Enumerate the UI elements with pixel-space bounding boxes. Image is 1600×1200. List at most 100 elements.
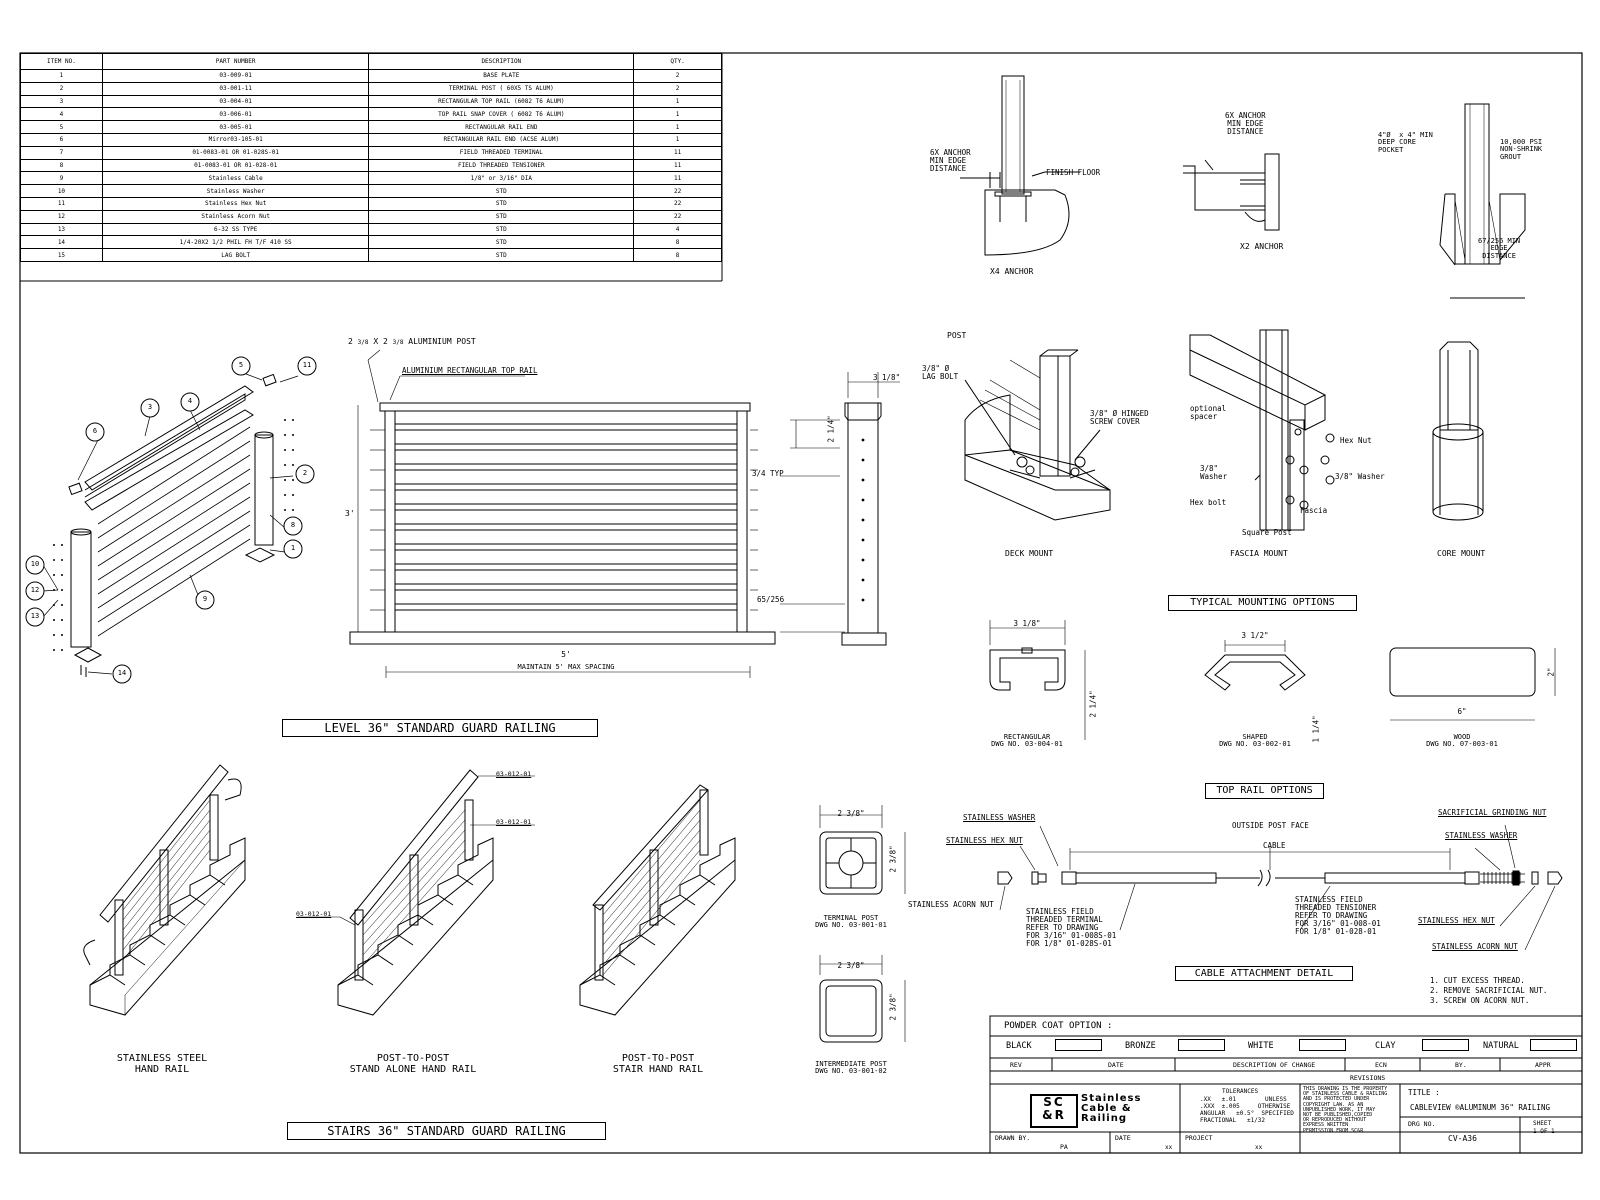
bom-header-qty: QTY.	[633, 53, 722, 70]
swatch-black	[1055, 1039, 1102, 1051]
note-3: 3. SCREW ON ACORN NUT.	[1430, 996, 1530, 1005]
bom-item-cell: 4	[20, 107, 103, 122]
x2-anchor-detail	[1183, 153, 1280, 231]
bom-description-cell: RECTANGULAR RAIL END	[368, 120, 635, 134]
acorn-right-cable-label: STAINLESS ACORN NUT	[1432, 942, 1518, 951]
wood-rail-height: 2"	[1546, 667, 1556, 677]
bom-part-cell: 6-32 SS TYPE	[101, 222, 370, 237]
bom-qty-cell: 11	[633, 158, 722, 173]
side-top-dimension: 2 1/4"	[826, 415, 836, 443]
cable-label: CABLE	[1263, 841, 1286, 850]
balloon-8: 8	[290, 521, 296, 529]
balloon-3: 3	[147, 403, 153, 411]
intermediate-post-caption: INTERMEDIATE POST DWG NO. 03-001-02	[815, 1060, 887, 1076]
bom-part-cell: LAG BOLT	[101, 248, 370, 262]
x4-anchor-detail	[960, 75, 1080, 256]
appr-header: APPR	[1535, 1061, 1551, 1069]
bom-description-cell: TERMINAL POST ( 60X5 TS ALUM)	[368, 81, 635, 96]
deck-mount-drawing	[964, 349, 1111, 521]
cable-spacing-dimension: 3/4 TYP	[752, 469, 784, 478]
bom-qty-cell: 11	[633, 171, 722, 186]
grinding-nut-label: SACRIFICIAL GRINDING NUT	[1438, 808, 1547, 817]
drawn-by-value: PA	[1060, 1143, 1068, 1151]
bom-item-cell: 9	[20, 171, 103, 186]
core-pocket-label: 4"Ø x 4" MIN DEEP CORE POCKET	[1378, 131, 1433, 154]
top-rail-label: ALUMINIUM RECTANGULAR TOP RAIL	[402, 366, 538, 375]
exploded-railing-view	[42, 373, 299, 677]
rect-rail-height: 2 1/4"	[1088, 690, 1098, 718]
bom-qty-cell: 1	[633, 94, 722, 109]
note-1: 1. CUT EXCESS THREAD.	[1430, 976, 1525, 985]
bom-part-cell: 01-0083-01 OR 01-028-01	[101, 158, 370, 173]
tolerances-label: TOLERANCES	[1222, 1088, 1259, 1095]
description-header: DESCRIPTION OF CHANGE	[1233, 1061, 1316, 1069]
tolerance-values: .XX ±.01 UNLESS .XXX ±.005 OTHERWISE ANG…	[1200, 1096, 1294, 1124]
shaped-rail-profile	[1204, 640, 1306, 691]
bom-qty-cell: 8	[633, 248, 722, 262]
mounting-options-title: TYPICAL MOUNTING OPTIONS	[1168, 595, 1357, 611]
stair-callout-1: 03-012-01	[496, 770, 532, 778]
bom-qty-cell: 1	[633, 132, 722, 147]
post-size-by: X 2	[373, 337, 388, 346]
color-clay: CLAY	[1375, 1041, 1396, 1051]
washer-right-cable-label: STAINLESS WASHER	[1445, 831, 1518, 840]
title-label: TITLE :	[1408, 1088, 1440, 1097]
date-value: xx	[1165, 1144, 1173, 1151]
bom-description-cell: STD	[368, 248, 635, 262]
bom-part-cell: 03-005-01	[101, 120, 370, 134]
post-label: POST	[947, 331, 967, 340]
post-size-whole: 2	[348, 337, 353, 346]
bom-description-cell: STD	[368, 196, 635, 211]
bom-item-cell: 15	[20, 248, 103, 262]
by-header: BY.	[1455, 1061, 1467, 1069]
fascia-label: Fascia	[1300, 506, 1328, 515]
date-header: DATE	[1108, 1061, 1124, 1069]
shaped-rail-height: 1 1/4"	[1311, 715, 1321, 743]
project-label: PROJECT	[1185, 1134, 1213, 1142]
post-size-fraction: 3/8	[357, 339, 369, 346]
core-anchor-detail	[1439, 103, 1526, 299]
balloon-4: 4	[187, 397, 193, 405]
field-terminal-label: STAINLESS FIELD THREADED TERMINAL REFER …	[1026, 907, 1117, 948]
bom-qty-cell: 11	[633, 145, 722, 160]
bom-header-row: ITEM NO. PART NUMBER DESCRIPTION QTY.	[20, 53, 722, 70]
balloon-14: 14	[117, 669, 127, 677]
wood-rail-profile	[1389, 647, 1556, 721]
stair-view-3	[579, 784, 736, 1016]
bom-description-cell: RECTANGULAR RAIL END (ACSE ALUM)	[368, 132, 635, 147]
stair-view-2	[298, 769, 535, 1016]
color-white: WHITE	[1248, 1041, 1274, 1051]
title-block-lines	[989, 1015, 1583, 1154]
square-post-label: Square Post	[1242, 528, 1292, 537]
drawing-title: CABLEVIEW ®ALUMINUM 36" RAILING	[1410, 1103, 1550, 1112]
bom-qty-cell: 22	[633, 184, 722, 198]
bom-item-cell: 10	[20, 184, 103, 198]
cable-attachment-drawing	[997, 824, 1563, 951]
stairs-railing-title: STAIRS 36" STANDARD GUARD RAILING	[287, 1122, 606, 1140]
bom-qty-cell: 8	[633, 235, 722, 250]
bom-description-cell: STD	[368, 235, 635, 250]
bom-description-cell: FIELD THREADED TERMINAL	[368, 145, 635, 160]
finish-floor-label: FINISH FLOOR	[1046, 168, 1101, 177]
color-black: BLACK	[1006, 1041, 1032, 1051]
stair-caption-2: POST-TO-POST STAND ALONE HAND RAIL	[349, 1053, 477, 1075]
bom-part-cell: 1/4-20X2 1/2 PHIL FH T/F 410 SS	[101, 235, 370, 250]
bom-description-cell: BASE PLATE	[368, 69, 635, 83]
rev-header: REV	[1010, 1061, 1022, 1069]
sheet-value: 1 OF 1	[1533, 1128, 1555, 1135]
core-mount-caption: CORE MOUNT	[1437, 549, 1486, 558]
balloon-13: 11	[302, 361, 312, 369]
copyright-notice: THIS DRAWING IS THE PROPERTY OF STAINLES…	[1303, 1086, 1388, 1134]
x2-min-edge-label: 6X ANCHOR MIN EDGE DISTANCE	[1225, 111, 1266, 136]
bom-item-cell: 5	[20, 120, 103, 134]
drawn-by-label: DRAWN BY.	[995, 1134, 1031, 1142]
powder-coat-label: POWDER COAT OPTION :	[1004, 1021, 1113, 1031]
